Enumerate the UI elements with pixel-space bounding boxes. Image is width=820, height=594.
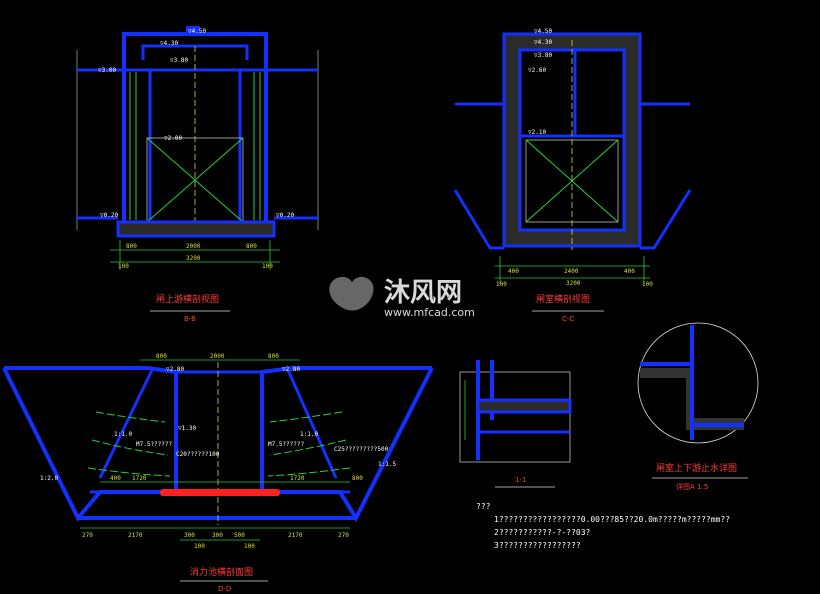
bb-dimension-label: 800 (246, 243, 257, 250)
dd-dimension-label: 1720 (290, 475, 305, 482)
cc-dimension-label: 2400 (564, 268, 579, 275)
watermark-logo-icon (329, 276, 374, 311)
cc-section-label: C-C (562, 315, 574, 323)
note-line-2: 2???????????-?-??03? (494, 528, 591, 537)
detail-scale-label: 详图A 1:5 (676, 482, 708, 491)
cc-elevation-label: ▽3.80 (534, 52, 552, 59)
dd-dimension-label: 100 (244, 543, 255, 550)
cc-elevation-label: ▽4.50 (534, 28, 552, 35)
watermark-name: 沐风网 (384, 278, 462, 308)
dd-dimension-label: 270 (82, 532, 93, 539)
cc-elevation-label: ▽2.10 (528, 129, 546, 136)
dd-dimension-label: 800 (156, 353, 167, 360)
dd-dimension-label: 300 (212, 532, 223, 539)
cc-dimension-label: 3200 (566, 280, 581, 287)
dd-dimension-label: 100 (194, 543, 205, 550)
cc-caption: 闸室横剖视图 (536, 293, 590, 305)
watermark-url: www.mfcad.com (384, 306, 475, 319)
note-line-3: 3????????????????? (494, 541, 581, 550)
view-dd (2, 359, 434, 541)
dd-section-label: D-D (218, 585, 231, 593)
view-1-1 (459, 360, 572, 463)
cc-elevation-label: ▽2.60 (528, 67, 546, 74)
dd-material-label: M7.5?????? (268, 441, 305, 448)
cc-dimension-label: 400 (508, 268, 519, 275)
dd-dimension-label: 1720 (132, 475, 147, 482)
cc-dimension-label: 400 (624, 268, 635, 275)
detail-caption: 闸室上下游止水详图 (656, 462, 737, 474)
dd-material-label: C20??????100 (176, 451, 220, 458)
view-bb (76, 26, 319, 270)
dd-elevation-label: ▽2.80 (166, 366, 184, 373)
dd-material-label: M7.5?????? (136, 441, 173, 448)
dd-slope-label: 1:1.0 (300, 431, 318, 438)
note-line-1: 1?????????????????0.00???85??20.0m?????m… (494, 515, 730, 524)
bb-elevation-label: ▽0.20 (276, 212, 294, 219)
dd-dimension-label: 2000 (210, 353, 225, 360)
dd-dimension-label: 500 (234, 532, 245, 539)
bb-elevation-label: ▽2.00 (164, 135, 182, 142)
bb-dimension-label: 100 (118, 263, 129, 270)
cc-dimension-label: 100 (496, 281, 507, 288)
cc-dimension-label: 100 (642, 281, 653, 288)
bb-caption: 闸上游横剖视图 (156, 293, 219, 305)
bb-elevation-label: ▽4.50 (188, 28, 206, 35)
bb-dimension-label: 800 (126, 243, 137, 250)
dd-dimension-label: 2170 (128, 532, 143, 539)
watermark: 沐风网 www.mfcad.com (329, 276, 475, 319)
dd-slope-label: 1:2.0 (40, 475, 58, 482)
bb-elevation-label: ▽3.00 (98, 67, 116, 74)
bb-elevation-label: ▽0.20 (100, 212, 118, 219)
dd-material-label: C25?????????500 (334, 446, 389, 453)
dd-slope-label: 1:1.5 (378, 461, 396, 468)
cc-elevation-label: ▽4.30 (534, 39, 552, 46)
bb-dimension-label: 100 (262, 263, 273, 270)
dd-dimension-label: 400 (110, 475, 121, 482)
section-1-1-caption: 1-1 (515, 476, 526, 484)
bb-dimension-label: 2000 (186, 243, 201, 250)
dd-dimension-label: 300 (184, 532, 195, 539)
dd-elevation-label: ▽2.80 (282, 366, 300, 373)
dd-slope-label: 1:1.0 (114, 431, 132, 438)
bb-dimension-label: 3200 (186, 255, 201, 262)
view-detail-a (637, 322, 759, 444)
bb-elevation-label: ▽4.30 (160, 40, 178, 47)
annotation-layer: ▽4.50 ▽4.30 ▽3.80 ▽3.00 ▽2.00 ▽0.20 ▽0.20 800 20… (40, 28, 653, 550)
dd-dimension-label: 2170 (288, 532, 303, 539)
notes-heading: ??? (476, 502, 491, 511)
dd-dimension-label: 270 (338, 532, 349, 539)
dd-elevation-label: ▽1.30 (178, 425, 196, 432)
bb-section-label: B-B (184, 315, 196, 323)
dd-dimension-label: 800 (268, 353, 279, 360)
dd-caption: 消力池横剖面图 (190, 566, 253, 578)
bb-elevation-label: ▽3.80 (170, 57, 188, 64)
dd-dimension-label: 800 (352, 475, 363, 482)
view-cc (453, 32, 692, 284)
